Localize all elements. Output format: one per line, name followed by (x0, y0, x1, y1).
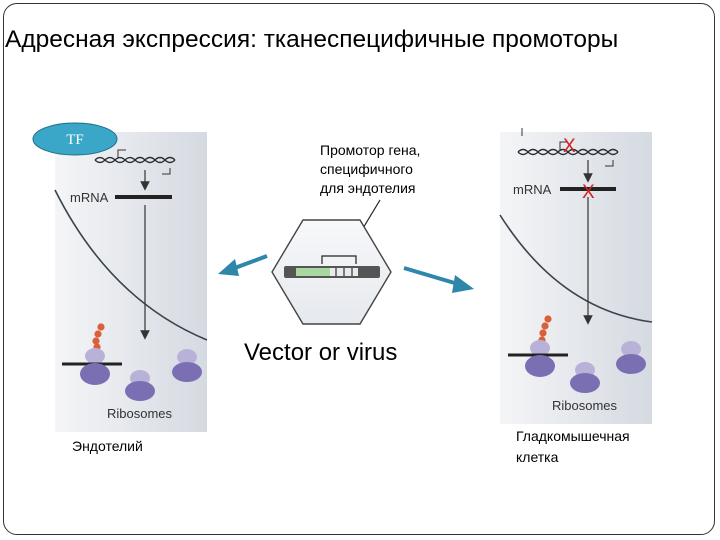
left-mrna-label: mRNA (70, 190, 109, 205)
right-block-mark-2: X (582, 182, 595, 203)
right-promoter-arrow (559, 141, 568, 150)
vector-insert (284, 255, 380, 278)
right-ribosome-2 (570, 362, 600, 393)
promoter-caption-line-2: специфичного (320, 161, 413, 177)
left-promoter-arrow (117, 149, 126, 158)
promoter-caption-line-1: Промотор гена, (320, 142, 420, 158)
left-nucleus-membrane (54, 189, 208, 341)
slide-title: Адресная экспрессия: тканеспецифичные пр… (5, 26, 619, 53)
delivery-arrow-left (218, 254, 268, 276)
tf-ellipse (32, 122, 118, 156)
slide-frame (3, 3, 715, 535)
right-ribosome-3 (616, 341, 646, 374)
right-cell: mRNA X X Ribosomes Гладкомышечная клетка (499, 128, 653, 465)
vector-label: Vector or virus (244, 339, 397, 366)
tf-label: TF (66, 132, 84, 148)
right-dna-helix (517, 148, 619, 156)
right-cell-caption-line-1: Гладкомышечная (516, 428, 630, 444)
promoter-caption-line-3: для эндотелия (320, 180, 415, 196)
right-mrna-label: mRNA (513, 182, 552, 197)
right-nucleus-membrane (499, 214, 653, 323)
left-cell-body (55, 132, 207, 432)
delivery-arrow-right (403, 266, 474, 293)
left-ribosome-2 (125, 370, 155, 401)
left-terminator-mark (162, 168, 171, 175)
left-cell-caption: Эндотелий (72, 438, 143, 454)
left-dna-helix (94, 156, 176, 164)
left-ribosome-3 (172, 349, 202, 382)
vector-section: Промотор гена, специфичного для эндотели… (218, 142, 474, 366)
right-active-ribosome (508, 315, 568, 377)
left-cell: mRNA Ribosomes TF Эндотелий (32, 122, 208, 454)
right-cell-caption-line-2: клетка (516, 449, 559, 465)
left-ribosomes-label: Ribosomes (107, 406, 173, 421)
left-active-ribosome (62, 323, 122, 385)
right-ribosomes-label: Ribosomes (552, 398, 618, 413)
right-terminator-mark (605, 160, 614, 167)
right-block-mark-1: X (563, 136, 576, 157)
